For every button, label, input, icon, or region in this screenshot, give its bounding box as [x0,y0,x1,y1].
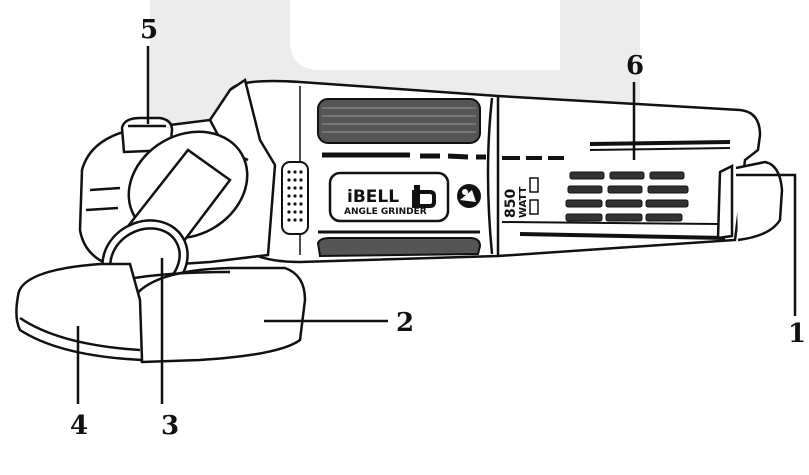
callout-labels: 1 2 3 4 5 6 [70,15,806,441]
front-vent-grille [281,161,309,235]
power-cord [716,160,784,242]
model-label: ANGLE GRINDER [344,207,427,217]
brand-label-plate: iBELL ANGLE GRINDER [328,171,450,223]
power-rating: 850 WATT [503,177,539,218]
leader-lines [76,46,797,404]
grip-pad-bottom [316,237,482,258]
callout-4: 4 [70,411,88,441]
brand-name: iBELL [347,187,399,207]
callout-6: 6 [626,51,644,81]
callout-5: 5 [140,15,158,45]
leader-line-1 [736,173,797,316]
brand-logo-icon [412,185,436,208]
callout-2: 2 [396,308,414,338]
power-value: 850 [503,189,519,218]
grip-pad-top [317,98,481,144]
callout-1: 1 [788,319,806,349]
grinding-disc [15,262,144,362]
read-manual-icon [457,184,481,208]
callout-3: 3 [161,411,179,441]
housing-stripes [318,140,731,240]
ventilation-slots [565,171,689,222]
power-unit: WATT [518,186,529,218]
